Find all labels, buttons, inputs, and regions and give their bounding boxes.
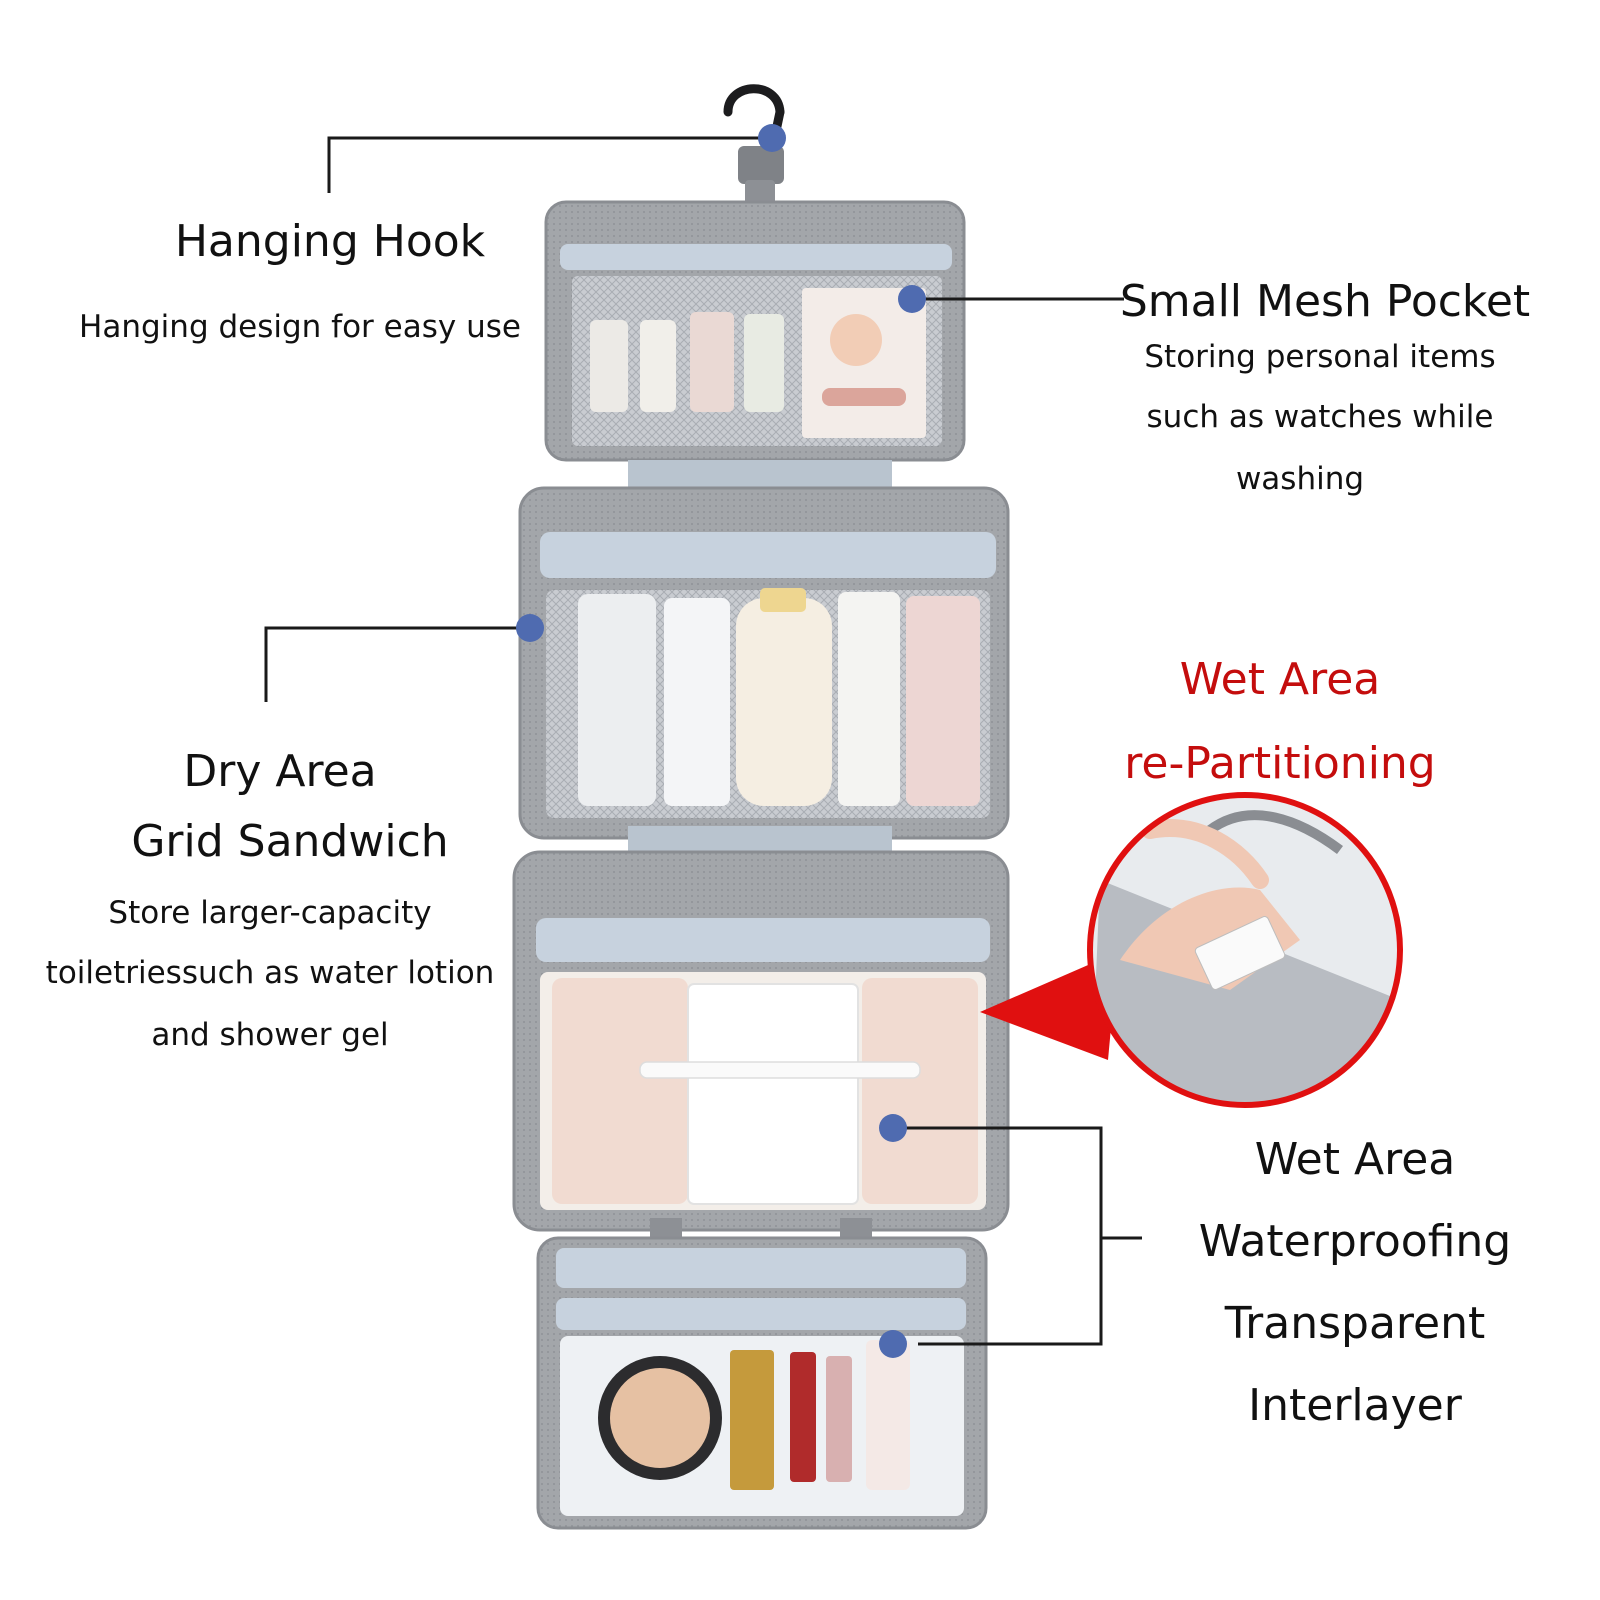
small-mesh-pocket-title: Small Mesh Pocket [1119,276,1531,327]
dry-area-subtitle: Grid Sandwich [131,816,449,867]
dry-area-desc: and shower gel [151,1017,389,1053]
dry-area-desc: Store larger-capacity [108,895,432,931]
wet-area-repartition-title: Wet Area [1179,654,1381,705]
small-mesh-pocket-desc: Storing personal items [1144,339,1496,375]
callout-dots [516,124,926,1358]
top-panel [544,200,966,462]
wet-area-panel [512,850,1010,1232]
wet-area-waterproof-line2: Waterproofing [1198,1216,1512,1267]
wet-area-repartition-subtitle: re-Partitioning [1124,738,1436,789]
callout-dot-icon [879,1114,907,1142]
hanging-hook-desc: Hanging design for easy use [79,309,521,345]
dry-area-panel [518,486,1010,840]
wet-area-waterproof-line3: Transparent [1224,1298,1486,1349]
callout-dot-icon [516,614,544,642]
wet-area-waterproof-title: Wet Area [1254,1134,1456,1185]
wet-area-waterproof-line4: Interlayer [1248,1380,1462,1431]
callout-dot-icon [879,1330,907,1358]
callout-dot-icon [758,124,786,152]
dry-area-desc: toiletriessuch as water lotion [45,955,495,991]
callout-dot-icon [898,285,926,313]
dry-area-title: Dry Area [183,746,377,797]
zoom-pointer [980,952,1118,1060]
zoom-detail [1087,792,1403,1108]
small-mesh-pocket-desc: washing [1235,461,1365,497]
small-mesh-pocket-desc: such as watches while [1146,399,1494,435]
hanging-hook-title: Hanging Hook [174,216,486,267]
callout-lines [264,136,1142,1346]
bottom-panel [536,1236,988,1530]
